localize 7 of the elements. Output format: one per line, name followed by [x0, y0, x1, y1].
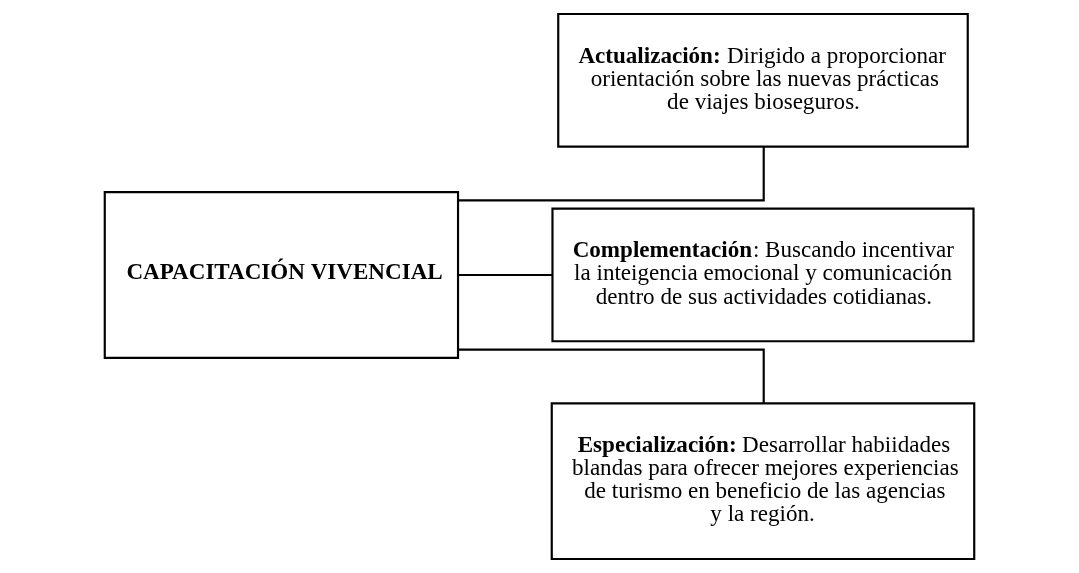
- node-box: Complementación: Buscando incentivar la inteigencia emocional y comunicación dentro de sus actividades cotidianas.: [551, 207, 975, 343]
- connector: [458, 146, 765, 202]
- connector: [458, 273, 553, 277]
- node-box: Actualización: Dirigido a proporcionar orientación sobre las nuevas prácticas de viajes bioseguros.: [557, 12, 969, 148]
- connector: [458, 348, 765, 404]
- node-box: Especialización: Desarrollar habiidades blandas para ofrecer mejores experiencias de turismo en beneficio de las agencias y la región.: [550, 402, 976, 561]
- node-box: CAPACITACIÓN VIVENCIAL: [103, 191, 460, 359]
